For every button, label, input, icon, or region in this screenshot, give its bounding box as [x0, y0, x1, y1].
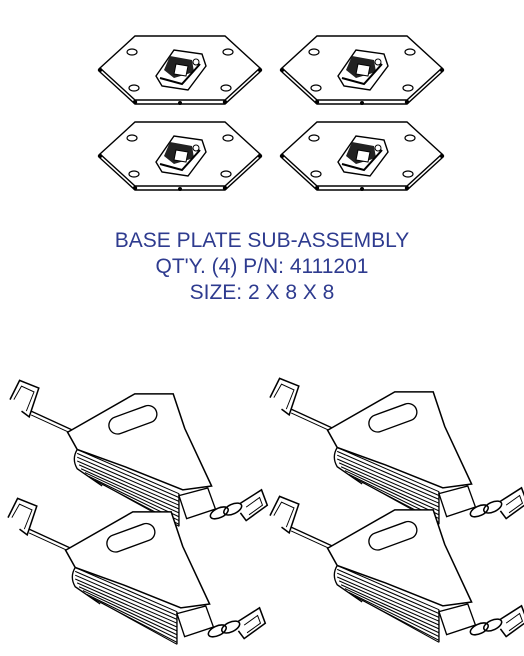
ratchet-strap-drawing: [269, 495, 524, 644]
caption-line-3: SIZE: 2 X 8 X 8: [189, 281, 335, 304]
base-plate-drawing: [278, 121, 446, 192]
caption: BASE PLATE SUB-ASSEMBLY QT'Y. (4) P/N: 4…: [0, 228, 524, 306]
ratchet-strap-drawings: [0, 370, 524, 656]
base-plate-drawings: [0, 0, 524, 220]
ratchet-strap-drawing: [269, 377, 524, 526]
base-plate-drawing: [278, 35, 446, 106]
ratchet-strap-drawing: [9, 379, 269, 528]
caption-line-2: QT'Y. (4) P/N: 4111201: [155, 255, 369, 278]
base-plate-drawing: [96, 35, 264, 106]
caption-line-1: BASE PLATE SUB-ASSEMBLY: [114, 229, 410, 252]
base-plate-drawing: [96, 121, 264, 192]
ratchet-strap-drawing: [7, 497, 267, 646]
